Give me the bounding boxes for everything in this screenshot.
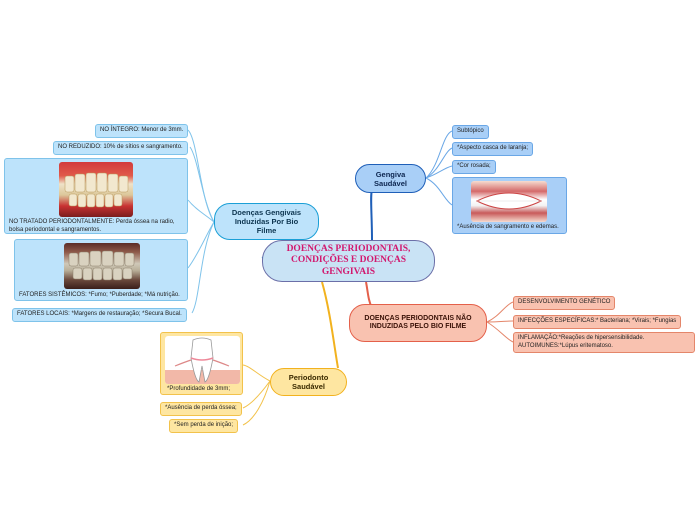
leaf-autoimunes-label: AUTOIMUNES:*Lúpus eritematoso.: [518, 342, 613, 349]
hub-periodonto-label: Periodonto Saudável: [288, 373, 329, 391]
central-topic[interactable]: DOENÇAS PERIODONTAIS, CONDIÇÕES E DOENÇA…: [262, 240, 435, 282]
healthy-smile-image: [471, 181, 547, 222]
hub-nao-induzidas-label: DOENÇAS PERIODONTAIS NÃO INDUZIDAS PELO …: [364, 314, 472, 330]
leaf-casca-label: *Aspecto casca de laranja;: [457, 145, 529, 151]
leaf-genetico[interactable]: DESENVOLVIMENTO GENÉTICO: [513, 296, 616, 310]
leaf-sistemicos[interactable]: FATORES SISTÊMICOS: *Fumo; *Puberdade; *…: [14, 239, 188, 301]
smile-icon: [475, 192, 543, 210]
leaf-rosada-label: *Cor rosada;: [457, 163, 491, 169]
leaf-reduzido-label: NO REDUZIDO: 10% de sítios e sangramento…: [58, 144, 183, 150]
tooth-diagram-image: [165, 336, 240, 384]
leaf-inflamacao[interactable]: INFLAMAÇÃO:*Reações de hipersensibilidad…: [513, 332, 695, 353]
gum-disease-image: [59, 162, 133, 217]
leaf-inicao[interactable]: *Sem perda de inição;: [169, 419, 239, 433]
leaf-locais[interactable]: FATORES LOCAIS: *Margens de restauração;…: [12, 308, 187, 322]
hub-nao-induzidas[interactable]: DOENÇAS PERIODONTAIS NÃO INDUZIDAS PELO …: [349, 304, 487, 342]
leaf-infeccoes[interactable]: INFECÇÕES ESPECÍFICAS:* Bacteriana; *Vir…: [513, 315, 682, 329]
leaf-rosada[interactable]: *Cor rosada;: [452, 160, 496, 174]
leaf-tratado[interactable]: NO TRATADO PERIODONTALMENTE: Perda óssea…: [4, 158, 188, 234]
leaf-casca[interactable]: *Aspecto casca de laranja;: [452, 142, 534, 156]
hub-biofilme-label: Doenças Gengivais Induzidas Por Bio Film…: [231, 208, 302, 235]
hub-gengiva[interactable]: Gengiva Saudável: [355, 164, 426, 193]
leaf-genetico-label: DESENVOLVIMENTO GENÉTICO: [518, 299, 611, 305]
leaf-subtopico-label: Subtópico: [457, 128, 484, 134]
leaf-infeccoes-label: INFECÇÕES ESPECÍFICAS:* Bacteriana; *Vir…: [518, 318, 677, 324]
tooth-icon: [165, 337, 240, 384]
leaf-inflamacao-label: INFLAMAÇÃO:*Reações de hipersensibilidad…: [518, 335, 645, 341]
leaf-inicao-label: *Sem perda de inição;: [174, 422, 234, 428]
link-central-periodonto: [321, 281, 339, 369]
leaf-tratado-label: NO TRATADO PERIODONTALMENTE: Perda óssea…: [9, 219, 175, 233]
leaf-ausencia-sangramento-label: *Ausência de sangramento e edemas.: [457, 224, 559, 230]
central-topic-label: DOENÇAS PERIODONTAIS, CONDIÇÕES E DOENÇA…: [286, 243, 411, 277]
leaf-perda-ossea[interactable]: *Ausência de perda óssea;: [160, 402, 242, 416]
hub-periodonto[interactable]: Periodonto Saudável: [270, 368, 347, 396]
leaf-profundidade-label: *Profundidade de 3mm;: [167, 386, 231, 392]
stained-teeth-icon: [68, 250, 135, 281]
teeth-stain-image: [64, 243, 140, 289]
leaf-reduzido[interactable]: NO REDUZIDO: 10% de sítios e sangramento…: [53, 141, 188, 155]
leaf-integro-label: NO ÍNTEGRO: Menor de 3mm.: [100, 127, 184, 133]
leaf-subtopico[interactable]: Subtópico: [452, 125, 489, 139]
hub-biofilme[interactable]: Doenças Gengivais Induzidas Por Bio Film…: [214, 203, 319, 240]
leaf-integro[interactable]: NO ÍNTEGRO: Menor de 3mm.: [95, 124, 189, 138]
link-central-gengiva: [370, 189, 373, 241]
leaf-profundidade[interactable]: *Profundidade de 3mm;: [160, 332, 243, 395]
teeth-icon: [64, 172, 129, 208]
leaf-ausencia-sangramento[interactable]: *Ausência de sangramento e edemas.: [452, 177, 567, 234]
leaf-perda-ossea-label: *Ausência de perda óssea;: [165, 405, 237, 411]
leaf-sistemicos-label: FATORES SISTÊMICOS: *Fumo; *Puberdade; *…: [19, 292, 180, 298]
hub-gengiva-label: Gengiva Saudável: [374, 169, 407, 188]
leaf-locais-label: FATORES LOCAIS: *Margens de restauração;…: [17, 311, 182, 317]
